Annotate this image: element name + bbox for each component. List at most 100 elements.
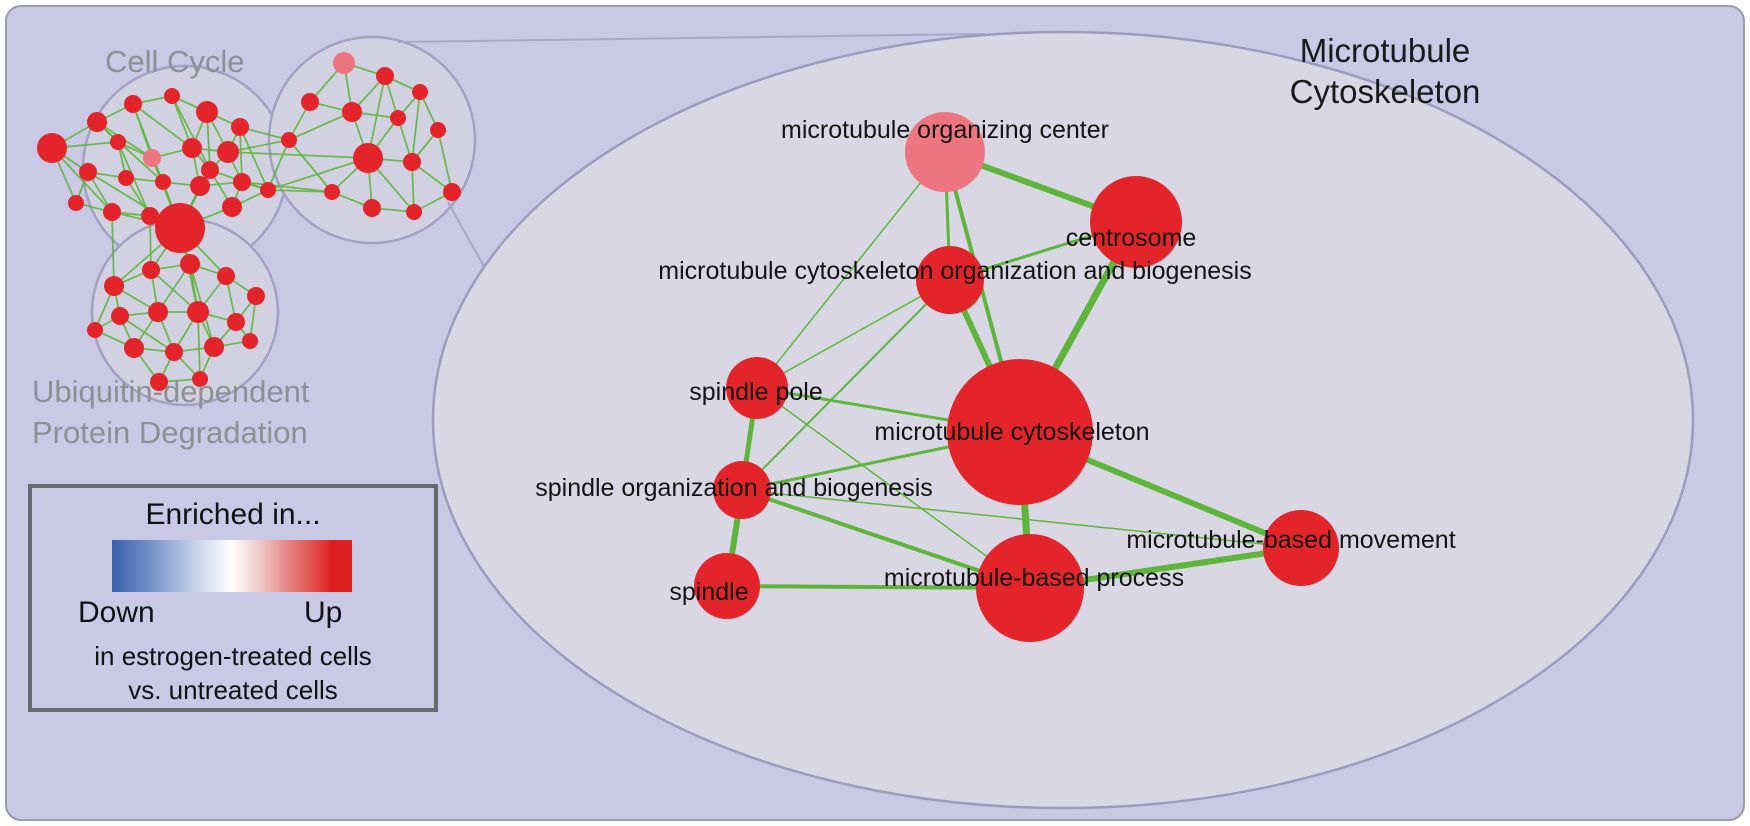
edge-sob-mbm	[741, 489, 1302, 549]
node-spindle	[694, 553, 760, 619]
node-mco	[916, 246, 984, 314]
overview-edge	[239, 126, 243, 183]
overview-node	[222, 197, 242, 217]
overview-node	[333, 52, 355, 74]
node-label-mbp: microtubule-based process	[884, 564, 1184, 592]
node-label-moc: microtubule organizing center	[781, 116, 1109, 144]
node-mbm	[1263, 510, 1339, 586]
node-label-mco: microtubule cytoskeleton organization an…	[658, 257, 1251, 285]
overview-node	[443, 183, 461, 201]
overview-node	[217, 141, 239, 163]
overview-node	[155, 203, 205, 253]
overview-node	[124, 95, 142, 113]
legend-caption-line2: vs. untreated cells	[128, 674, 338, 705]
overview-edge	[149, 215, 152, 271]
overview-node	[281, 132, 297, 148]
overview-node	[182, 138, 202, 158]
overview-node	[260, 182, 276, 198]
overview-edge	[239, 126, 269, 191]
overview-node	[390, 110, 406, 126]
overview-node	[187, 301, 209, 323]
edge-mco-sob	[741, 279, 951, 491]
edge-moc-spindle_pole	[756, 151, 946, 389]
overview-node	[148, 302, 168, 322]
node-centrosome	[1090, 176, 1182, 268]
overview-node	[87, 112, 107, 132]
overview-node	[342, 102, 362, 122]
node-mc	[947, 359, 1093, 505]
legend-down-label: Down	[78, 596, 155, 629]
overview-node	[204, 337, 224, 357]
overview-node	[142, 261, 160, 279]
overview-node	[231, 118, 249, 136]
overview-node	[150, 373, 168, 391]
overview-node	[190, 176, 210, 196]
cluster-label-microtubule-cytoskeleton: Microtubule Cytoskeleton	[1289, 32, 1481, 111]
overview-node	[155, 174, 171, 190]
overview-node	[124, 338, 144, 358]
overview-node	[363, 199, 381, 217]
overview-node	[87, 322, 103, 338]
node-label-centrosome: centrosome	[1066, 224, 1197, 252]
cluster-label-cell-cycle: Cell Cycle	[105, 44, 245, 79]
overview-edge	[171, 95, 211, 171]
overview-node	[111, 307, 129, 325]
overview-edge	[227, 151, 369, 159]
overview-node	[37, 133, 67, 163]
overview-edge	[241, 181, 333, 193]
overview-edge	[111, 211, 115, 287]
legend-caption: in estrogen-treated cells vs. untreated …	[32, 640, 434, 708]
overview-node	[247, 287, 265, 305]
overview-node	[164, 88, 180, 104]
overview-node	[196, 101, 218, 123]
overview-node	[227, 313, 245, 331]
overview-node	[233, 173, 251, 191]
overview-node	[412, 84, 428, 100]
overview-edge	[267, 139, 290, 191]
overview-edge	[119, 315, 175, 353]
overview-node	[376, 67, 394, 85]
legend-title: Enriched in...	[145, 498, 321, 531]
overview-node	[430, 122, 446, 138]
overview-node	[141, 207, 159, 225]
overview-node	[324, 184, 340, 200]
overview-node	[165, 343, 183, 361]
overview-node	[103, 203, 121, 221]
overview-edge	[96, 121, 164, 183]
overview-node	[353, 143, 383, 173]
edge-mco-spindle_pole	[756, 279, 951, 389]
node-spindle_pole	[726, 357, 788, 419]
overview-node	[301, 93, 319, 111]
overview-node	[118, 170, 134, 186]
cluster-label-ubiquitin: Ubiquitin-dependent Protein Degradation	[32, 374, 310, 450]
overview-node	[403, 153, 421, 171]
node-sob	[713, 461, 771, 519]
zoom-callout-line	[397, 33, 986, 43]
legend-box: Enriched in... Down Up in estrogen-treat…	[28, 484, 438, 712]
legend-up-label: Up	[304, 596, 343, 629]
overview-edge	[288, 111, 353, 141]
overview-node	[217, 267, 235, 285]
legend-gradient-bar	[112, 540, 352, 592]
overview-edge	[288, 139, 333, 193]
legend-caption-line1: in estrogen-treated cells	[94, 641, 372, 671]
edge-spindle_pole-mbp	[756, 387, 1031, 589]
node-label-sob: spindle organization and biogenesis	[535, 474, 933, 502]
overview-node	[192, 371, 208, 387]
node-label-spindle: spindle	[669, 578, 748, 606]
overview-node	[201, 161, 219, 179]
overview-node	[180, 254, 200, 274]
overview-edge	[437, 129, 453, 193]
overview-node	[406, 204, 422, 220]
overview-edge	[411, 91, 421, 163]
overview-node	[242, 333, 258, 349]
overview-edge	[197, 311, 201, 380]
overview-node	[110, 134, 126, 150]
overview-node	[79, 163, 97, 181]
node-label-mc: microtubule cytoskeleton	[874, 418, 1149, 446]
node-moc	[905, 112, 985, 192]
node-mbp	[976, 534, 1084, 642]
node-label-mbm: microtubule-based movement	[1126, 526, 1455, 554]
overview-node	[143, 149, 161, 167]
